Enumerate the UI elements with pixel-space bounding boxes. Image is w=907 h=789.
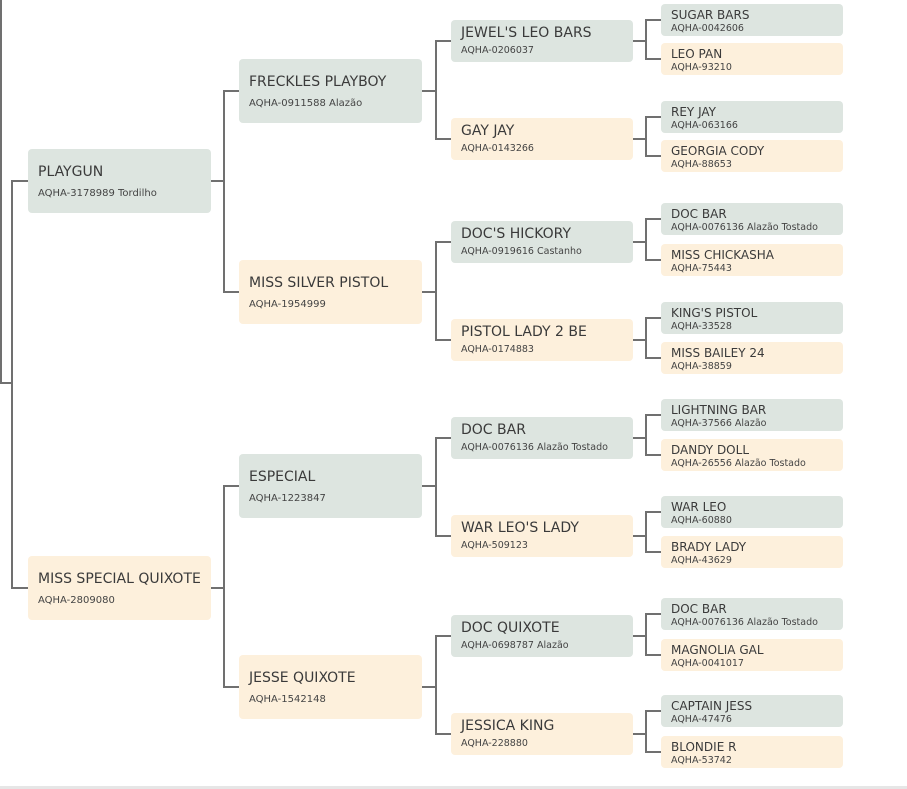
horse-name: PISTOL LADY 2 BE [461,324,587,340]
horse-registration: AQHA-0076136 Alazão Tostado [671,617,818,628]
horse-name: BLONDIE R [671,740,737,754]
horse-registration: AQHA-1223847 [249,493,326,504]
horse-name: MISS BAILEY 24 [671,346,765,360]
horse-registration: AQHA-47476 [671,714,732,725]
horse-name: PLAYGUN [38,164,104,180]
horse-registration: AQHA-1542148 [249,694,326,705]
horse-registration: AQHA-0206037 [461,45,534,56]
horse-registration: AQHA-0042606 [671,23,744,34]
horse-registration: AQHA-0041017 [671,658,744,669]
horse-registration: AQHA-3178989 Tordilho [38,188,157,199]
bottom-scrollbar-track [0,786,907,789]
horse-registration: AQHA-33528 [671,321,732,332]
horse-name: JESSICA KING [461,718,555,734]
horse-registration: AQHA-509123 [461,540,528,551]
horse-card-playgun[interactable]: PLAYGUN AQHA-3178989 Tordilho [28,149,211,213]
horse-registration: AQHA-0076136 Alazão Tostado [671,222,818,233]
horse-name: DOC BAR [671,602,727,616]
horse-registration: AQHA-0143266 [461,143,534,154]
horse-card-doc-quixote[interactable]: DOC QUIXOTE AQHA-0698787 Alazão [451,615,633,657]
horse-registration: AQHA-1954999 [249,299,326,310]
horse-name: MISS SPECIAL QUIXOTE [38,571,201,587]
horse-registration: AQHA-0174883 [461,344,534,355]
horse-card-jewel-s-leo-bars[interactable]: JEWEL'S LEO BARS AQHA-0206037 [451,20,633,62]
horse-name: ESPECIAL [249,469,316,485]
horse-name: BRADY LADY [671,540,747,554]
horse-registration: AQHA-75443 [671,263,732,274]
horse-name: REY JAY [671,105,716,119]
horse-name: MAGNOLIA GAL [671,643,764,657]
horse-registration: AQHA-37566 Alazão [671,418,767,429]
horse-card-war-leo-s-lady[interactable]: WAR LEO'S LADY AQHA-509123 [451,515,633,557]
horse-card-gay-jay[interactable]: GAY JAY AQHA-0143266 [451,118,633,160]
horse-name: CAPTAIN JESS [671,699,753,713]
horse-name: DOC BAR [671,207,727,221]
horse-registration: AQHA-0919616 Castanho [461,246,582,257]
horse-card-pistol-lady-2-be[interactable]: PISTOL LADY 2 BE AQHA-0174883 [451,319,633,361]
horse-name: GAY JAY [461,123,515,139]
horse-card-jessica-king[interactable]: JESSICA KING AQHA-228880 [451,713,633,755]
horse-registration: AQHA-0076136 Alazão Tostado [461,442,608,453]
horse-registration: AQHA-43629 [671,555,732,566]
horse-registration: AQHA-2809080 [38,595,115,606]
horse-registration: AQHA-0698787 Alazão [461,640,569,651]
horse-card-especial[interactable]: ESPECIAL AQHA-1223847 [239,454,422,518]
horse-registration: AQHA-88653 [671,159,732,170]
horse-name: DANDY DOLL [671,443,749,457]
horse-name: DOC'S HICKORY [461,226,572,242]
horse-name: FRECKLES PLAYBOY [249,74,387,90]
horse-name: SUGAR BARS [671,8,750,22]
horse-card-doc-bar[interactable]: DOC BAR AQHA-0076136 Alazão Tostado [451,417,633,459]
horse-name: WAR LEO'S LADY [461,520,579,536]
horse-name: MISS SILVER PISTOL [249,275,389,291]
horse-registration: AQHA-53742 [671,755,732,766]
horse-card-freckles-playboy[interactable]: FRECKLES PLAYBOY AQHA-0911588 Alazão [239,59,422,123]
horse-registration: AQHA-38859 [671,361,732,372]
horse-registration: AQHA-60880 [671,515,732,526]
horse-registration: AQHA-26556 Alazão Tostado [671,458,806,469]
horse-name: DOC BAR [461,422,526,438]
horse-card-doc-s-hickory[interactable]: DOC'S HICKORY AQHA-0919616 Castanho [451,221,633,263]
horse-card-jesse-quixote[interactable]: JESSE QUIXOTE AQHA-1542148 [239,655,422,719]
horse-registration: AQHA-0911588 Alazão [249,98,363,109]
horse-name: JESSE QUIXOTE [249,670,356,686]
horse-registration: AQHA-93210 [671,62,732,73]
horse-card-miss-special-quixote[interactable]: MISS SPECIAL QUIXOTE AQHA-2809080 [28,556,211,620]
horse-name: DOC QUIXOTE [461,620,560,636]
horse-name: MISS CHICKASHA [671,248,774,262]
horse-name: WAR LEO [671,500,727,514]
horse-card-miss-silver-pistol[interactable]: MISS SILVER PISTOL AQHA-1954999 [239,260,422,324]
horse-name: KING'S PISTOL [671,306,758,320]
horse-name: JEWEL'S LEO BARS [461,25,592,41]
horse-name: GEORGIA CODY [671,144,765,158]
horse-name: LIGHTNING BAR [671,403,767,417]
horse-registration: AQHA-063166 [671,120,738,131]
horse-name: LEO PAN [671,47,723,61]
horse-registration: AQHA-228880 [461,738,528,749]
